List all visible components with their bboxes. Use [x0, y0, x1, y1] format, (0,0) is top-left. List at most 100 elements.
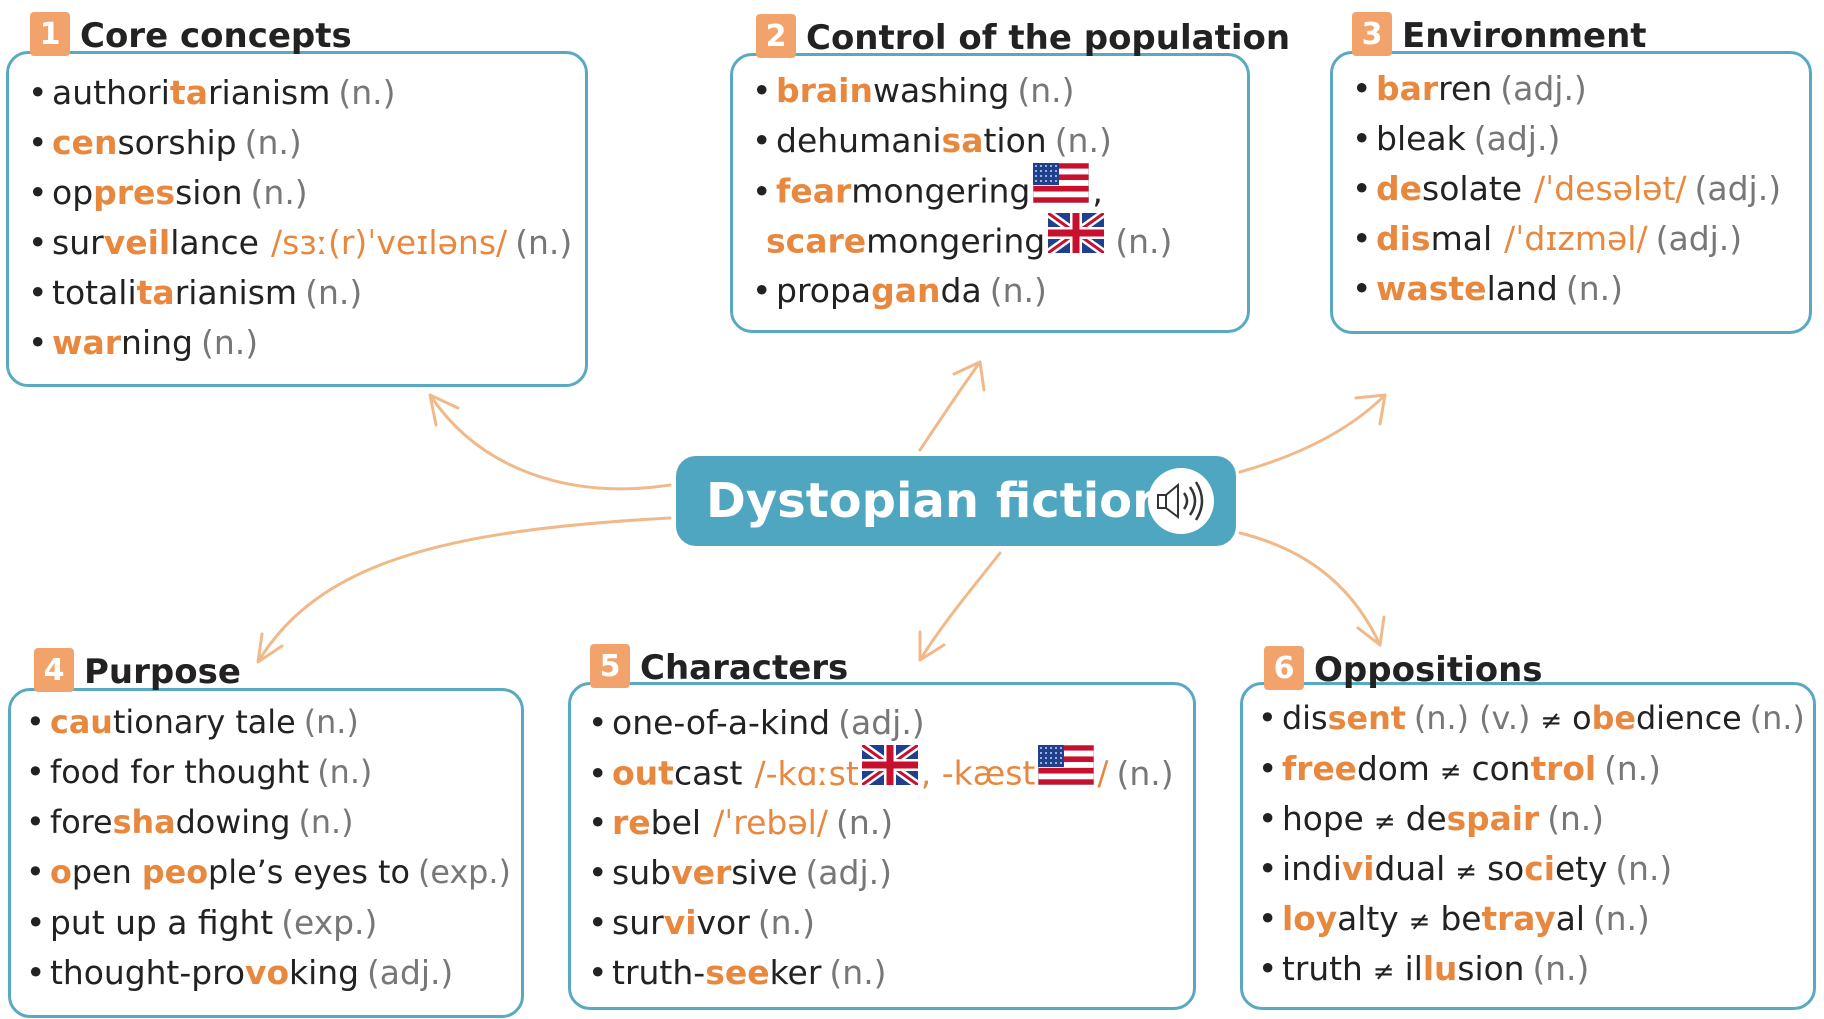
word-part: ning: [121, 323, 193, 362]
stress-highlight: vo: [245, 953, 290, 992]
part-of-speech: (n.): [338, 73, 396, 112]
bullet: •: [1258, 950, 1278, 988]
box-purpose: [8, 688, 524, 1018]
list-item: •surveillance/sɜː(r)ˈveɪləns/(n.): [28, 218, 572, 268]
list-item: •rebel/ˈrebəl/(n.): [588, 798, 1174, 848]
word-part: land: [1486, 269, 1558, 308]
list-item: •one-of-a-kind(adj.): [588, 698, 1174, 748]
bullet: •: [1258, 750, 1278, 788]
part-of-speech: (n.): [757, 903, 815, 942]
box-5-title: Characters: [640, 648, 849, 688]
word-part: da: [940, 271, 982, 310]
word-part: one-of-a-kind: [612, 703, 831, 742]
pronunciation: /ˈdesələt/: [1534, 169, 1687, 208]
word-part: pen: [71, 854, 142, 891]
list-item: •subversive(adj.): [588, 848, 1174, 898]
word-part: ety: [1554, 850, 1608, 888]
speaker-icon[interactable]: [1148, 468, 1214, 534]
stress-highlight: fear: [776, 171, 852, 211]
us-flag-icon: [1032, 162, 1090, 217]
stress-highlight: bar: [1376, 69, 1439, 108]
word-part: indi: [1282, 850, 1342, 888]
arrow-to-box-2: [918, 360, 986, 452]
part-of-speech: (adj.): [805, 853, 893, 892]
bullet: •: [1258, 900, 1278, 938]
bullet: •: [28, 223, 48, 262]
word-part: cast: [673, 753, 743, 793]
word-part: solate: [1422, 169, 1523, 208]
stress-highlight: be: [1591, 700, 1636, 737]
list-item: •totalitarianism(n.): [28, 268, 572, 318]
box-2-title: Control of the population: [806, 18, 1291, 58]
word-part: o: [1572, 700, 1592, 737]
list-item: •freedom≠control(n.): [1258, 744, 1805, 794]
bullet: •: [752, 171, 772, 211]
bullet: •: [1258, 800, 1278, 838]
word-part: dual: [1374, 850, 1446, 888]
list-item: •warning(n.): [28, 318, 572, 368]
part-of-speech: (n.): [1017, 71, 1075, 110]
part-of-speech: (n.): [1749, 700, 1805, 737]
bullet: •: [28, 273, 48, 312]
box-4-title: Purpose: [84, 652, 241, 692]
word-part: sur: [52, 223, 104, 262]
stress-highlight: vi: [663, 903, 697, 942]
stress-highlight: scare: [766, 221, 867, 261]
stress-highlight: war: [52, 323, 122, 362]
word-part: de: [1405, 800, 1447, 838]
word-part: bleak: [1376, 119, 1466, 158]
pronunciation: /-kɑːst: [754, 753, 859, 793]
stress-highlight: loy: [1282, 900, 1338, 938]
stress-highlight: sa: [941, 121, 984, 160]
stress-highlight: ta: [169, 73, 208, 112]
list-item: •fearmongering,: [752, 162, 1172, 217]
word-part: authori: [52, 73, 170, 112]
bullet: •: [588, 853, 608, 892]
part-of-speech: (n.): [1532, 950, 1590, 988]
box-6-header: 6 Oppositions: [1264, 646, 1543, 690]
word-part: lance: [170, 223, 259, 262]
word-part: dehumani: [776, 121, 942, 160]
list-item: •put up a fight(exp.): [26, 898, 511, 948]
word-part: truth: [1282, 950, 1363, 988]
part-of-speech: (n.): [1615, 850, 1673, 888]
arrow-to-box-5: [918, 551, 1002, 662]
stress-highlight: re: [612, 803, 651, 842]
box-environment: [1330, 51, 1812, 334]
box-control-of-the-population: [730, 53, 1250, 333]
bullet: •: [588, 903, 608, 942]
not-equal-sign: ≠: [1408, 907, 1431, 937]
word-part: washing: [872, 71, 1010, 110]
word-part: al: [1555, 900, 1586, 938]
word-part: put up a fight: [50, 903, 274, 942]
stress-highlight: spair: [1446, 800, 1540, 838]
list-item: •foreshadowing(n.): [26, 798, 511, 848]
list-item: •dehumanisation(n.): [752, 116, 1172, 166]
list-item: •bleak(adj.): [1352, 114, 1781, 164]
stress-highlight: brain: [776, 71, 873, 110]
stress-highlight: ta: [136, 273, 175, 312]
box-1-number: 1: [30, 12, 70, 56]
box-1-title: Core concepts: [80, 16, 352, 56]
pronunciation: /ˈdɪzməl/: [1504, 219, 1648, 258]
part-of-speech: (n.): [305, 273, 363, 312]
word-part: king: [289, 953, 359, 992]
list-item: •truth≠illusion(n.): [1258, 944, 1805, 994]
list-item: •wasteland(n.): [1352, 264, 1781, 314]
box-3-list: •barren(adj.)•bleak(adj.)•desolate/ˈdesə…: [1352, 64, 1781, 314]
arrow-to-box-1: [428, 393, 672, 491]
box-4-list: •cautionary tale(n.)•food for thought(n.…: [26, 698, 511, 998]
bullet: •: [26, 854, 45, 891]
part-of-speech: (n.): [1604, 750, 1661, 788]
bullet: •: [28, 73, 48, 112]
list-item: •censorship(n.): [28, 118, 572, 168]
arrow-to-box-3: [1238, 393, 1387, 474]
list-item: •brainwashing(n.): [752, 66, 1172, 116]
bullet: •: [1352, 219, 1372, 258]
central-topic: Dystopian fiction: [676, 456, 1236, 546]
word-part: con: [1471, 750, 1531, 788]
word-part: rianism: [207, 73, 331, 112]
part-of-speech: (n.): [1565, 269, 1623, 308]
stress-highlight: cau: [50, 704, 113, 741]
